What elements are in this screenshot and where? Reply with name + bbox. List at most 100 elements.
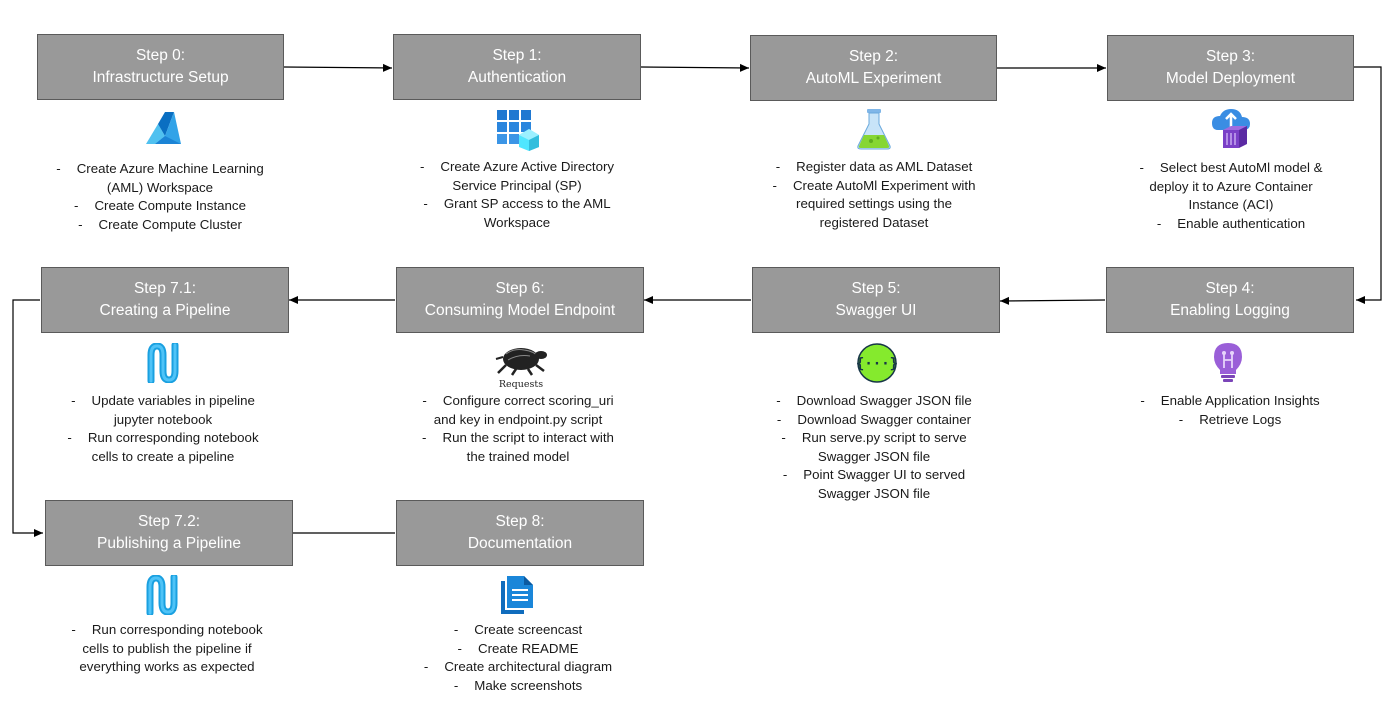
- task-line: Swagger JSON file: [744, 485, 1004, 504]
- task-line: deploy it to Azure Container: [1101, 178, 1361, 197]
- pipeline-icon: [144, 573, 180, 617]
- requests-icon: Requests: [494, 342, 548, 390]
- step-8-title: Step 8:: [495, 513, 545, 530]
- task-line: -Run serve.py script to serve: [744, 429, 1004, 448]
- step-71-box: Step 7.1: Creating a Pipeline: [41, 267, 289, 333]
- task-line: required settings using the: [744, 195, 1004, 214]
- bullet-dash: -: [781, 430, 786, 445]
- task-text: Download Swagger container: [797, 411, 972, 427]
- task-text: Service Principal (SP): [452, 177, 582, 193]
- task-text: Run corresponding notebook: [91, 622, 263, 637]
- step-3-title: Step 3:: [1205, 48, 1256, 65]
- azure-ml-icon: [144, 110, 182, 148]
- task-text: Run serve.py script to serve: [801, 430, 967, 445]
- bullet-dash: -: [453, 677, 459, 693]
- step-2-box: Step 2: AutoML Experiment: [750, 35, 997, 101]
- step-1-subtitle: Authentication: [467, 69, 567, 86]
- bullet-dash: -: [423, 196, 428, 211]
- requests-icon-label: Requests: [498, 379, 544, 390]
- task-text: jupyter notebook: [113, 411, 213, 427]
- task-line: -Create Compute Instance: [30, 197, 290, 216]
- task-line: the trained model: [388, 448, 648, 467]
- task-line: Service Principal (SP): [387, 177, 647, 196]
- bullet-dash: -: [71, 622, 76, 637]
- task-line: cells to create a pipeline: [33, 448, 293, 467]
- step-0-subtitle: Infrastructure Setup: [92, 69, 229, 86]
- step-2-subtitle: AutoML Experiment: [805, 70, 942, 87]
- task-line: -Run corresponding notebook: [37, 621, 297, 640]
- task-text: cells to create a pipeline: [91, 448, 235, 464]
- task-text: Configure correct scoring_uri: [442, 393, 614, 408]
- task-text: required settings using the: [796, 196, 952, 211]
- step-71-title: Step 7.1:: [133, 280, 197, 297]
- task-text: Create Compute Cluster: [98, 216, 242, 232]
- task-text: and key in endpoint.py script: [433, 411, 603, 427]
- task-line: -Create Azure Active Directory: [387, 158, 647, 177]
- container-instance-icon: [1210, 108, 1252, 150]
- task-text: Select best AutoMl model &: [1159, 160, 1323, 175]
- bullet-dash: -: [1140, 393, 1145, 408]
- task-text: deploy it to Azure Container: [1149, 178, 1313, 194]
- bullet-dash: -: [457, 640, 462, 656]
- task-line: Swagger JSON file: [744, 448, 1004, 467]
- task-line: registered Dataset: [744, 214, 1004, 233]
- task-line: -Create Azure Machine Learning: [30, 160, 290, 179]
- task-text: Create README: [477, 640, 579, 656]
- task-line: -Grant SP access to the AML: [387, 195, 647, 214]
- step-71-subtitle: Creating a Pipeline: [99, 302, 231, 319]
- task-line: -Create architectural diagram: [388, 658, 648, 677]
- bullet-dash: -: [772, 177, 777, 193]
- step-0-title: Step 0:: [135, 47, 186, 64]
- task-line: cells to publish the pipeline if: [37, 640, 297, 659]
- task-line: -Create README: [388, 640, 648, 659]
- bullet-dash: -: [422, 430, 427, 445]
- task-text: Instance (ACI): [1188, 197, 1274, 212]
- arrow-step71-to-step72: [12, 299, 43, 537]
- step-5-title: Step 5:: [851, 280, 901, 297]
- task-line: -Run the script to interact with: [388, 429, 648, 448]
- step-5-subtitle: Swagger UI: [835, 302, 917, 319]
- step-3-subtitle: Model Deployment: [1165, 70, 1296, 87]
- task-line: Instance (ACI): [1101, 196, 1361, 215]
- task-text: Update variables in pipeline: [91, 393, 255, 408]
- bullet-dash: -: [1139, 160, 1144, 175]
- bullet-dash: -: [422, 393, 427, 408]
- task-text: Retrieve Logs: [1199, 411, 1282, 427]
- task-text: everything works as expected: [79, 659, 255, 674]
- document-icon: [500, 575, 534, 615]
- bullet-dash: -: [71, 393, 76, 408]
- step-72-title: Step 7.2:: [137, 513, 201, 530]
- task-line: -Download Swagger JSON file: [744, 392, 1004, 411]
- task-line: Workspace: [387, 214, 647, 233]
- task-text: Create Azure Machine Learning: [76, 161, 264, 176]
- task-text: Run the script to interact with: [442, 430, 614, 445]
- app-insights-icon: [1212, 342, 1244, 384]
- task-text: Create Azure Active Directory: [440, 159, 615, 174]
- arrow-step3-to-step4: [1354, 66, 1382, 304]
- step-1-box: Step 1: Authentication: [393, 34, 641, 100]
- task-text: Create architectural diagram: [444, 659, 613, 674]
- step-72-subtitle: Publishing a Pipeline: [97, 535, 241, 552]
- step-6-box: Step 6: Consuming Model Endpoint: [396, 267, 644, 333]
- bullet-dash: -: [419, 159, 425, 174]
- task-line: -Create screencast: [388, 621, 648, 640]
- arrow-step1-to-step2: [640, 63, 750, 72]
- step-4-title: Step 4:: [1205, 280, 1255, 297]
- task-text: Register data as AML Dataset: [796, 159, 973, 174]
- svg-text:{···}: {···}: [857, 356, 897, 372]
- step-3-tasks: -Select best AutoMl model & deploy it to …: [1101, 159, 1361, 233]
- task-line: -Update variables in pipeline: [33, 392, 293, 411]
- task-text: Workspace: [483, 214, 551, 230]
- step-4-box: Step 4: Enabling Logging: [1106, 267, 1354, 333]
- flask-icon: [856, 108, 892, 150]
- bullet-dash: -: [56, 161, 61, 176]
- azure-ad-icon: [496, 109, 540, 151]
- step-5-box: Step 5: Swagger UI: [752, 267, 1000, 333]
- task-text: Swagger JSON file: [817, 448, 931, 464]
- task-line: -Make screenshots: [388, 677, 648, 696]
- arrow-step0-to-step1: [283, 63, 393, 72]
- step-8-subtitle: Documentation: [467, 535, 573, 552]
